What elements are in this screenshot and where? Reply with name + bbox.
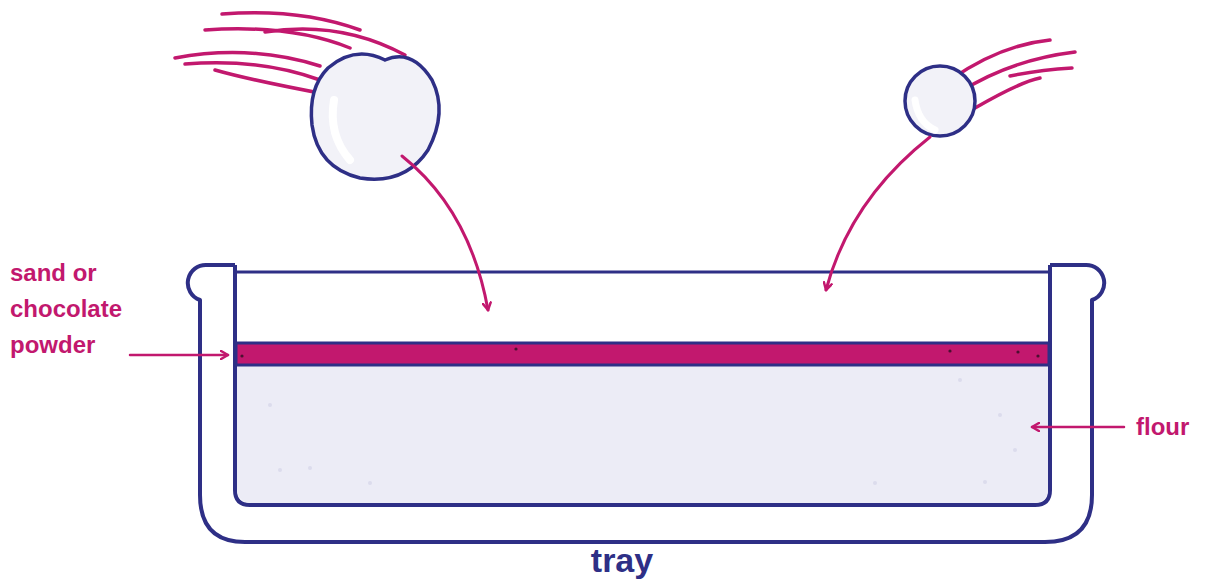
flour-label: flour <box>1136 409 1189 445</box>
layer-label: sand or chocolate powder <box>10 255 128 363</box>
tray-label: tray <box>591 540 653 580</box>
